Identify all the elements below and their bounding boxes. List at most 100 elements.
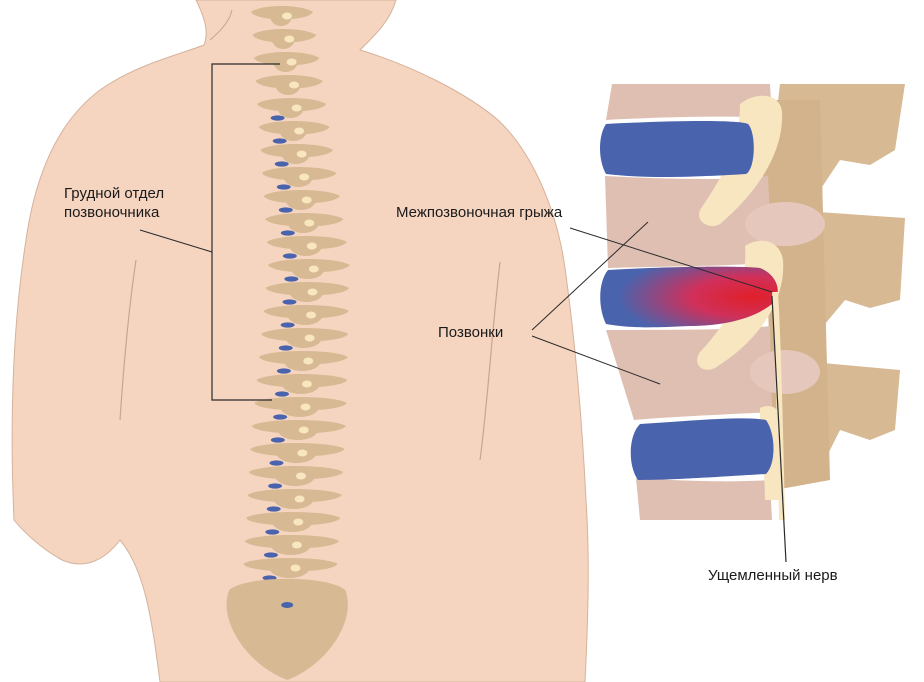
pinched-nerve-label: Ущемленный нерв [708, 567, 838, 584]
thoracic-label-line2: позвоночника [64, 204, 160, 221]
vertebra-facet [307, 288, 318, 296]
vertebra-body [277, 420, 318, 440]
vertebra-body [276, 443, 317, 463]
thoracic-label: Грудной отдел позвоночника [64, 184, 164, 222]
vertebra [261, 167, 337, 190]
spine-illustration [226, 6, 350, 680]
vertebra-facet [291, 541, 302, 549]
spine-disc [263, 552, 278, 558]
vertebra-body [283, 167, 313, 187]
vertebrae-label: Позвонки [438, 324, 504, 341]
spine-disc [282, 253, 297, 259]
vertebra-body [271, 29, 295, 49]
vertebra [248, 466, 344, 489]
vertebra-facet [291, 104, 302, 112]
nerve-root [772, 291, 785, 520]
vertebra-facet [306, 242, 317, 250]
vertebra-facet [303, 357, 314, 365]
vertebra [247, 489, 342, 512]
spine-disc [280, 230, 295, 236]
shoulder-contour-right [479, 261, 501, 461]
vertebra [265, 282, 350, 305]
vertebra [261, 328, 349, 351]
neck-contour [209, 9, 233, 41]
vertebra-facet [296, 150, 307, 158]
herniated-disc [600, 266, 778, 328]
vertebra-facet [304, 219, 315, 227]
vertebra-body [275, 75, 301, 95]
vertebra-body [273, 52, 298, 72]
vertebra [252, 29, 317, 49]
vertebrae-leader-upper [531, 221, 649, 331]
shoulder-contour-left [119, 259, 137, 421]
vertebra-body [285, 328, 322, 348]
vertebra-body [273, 489, 314, 509]
vertebra-body [269, 558, 310, 578]
spine-disc [268, 483, 283, 489]
vertebra-facet [299, 173, 310, 181]
herniated-disc-closeup [600, 80, 920, 520]
spine-disc [274, 161, 289, 167]
hernia-leader-line [569, 227, 773, 293]
spine-disc [284, 276, 299, 282]
vertebra [251, 420, 346, 443]
vertebra-facet [289, 81, 300, 89]
vertebra-body [287, 305, 323, 325]
thoracic-bracket-line [211, 63, 280, 401]
vertebra-facet [296, 472, 306, 480]
vertebra-body [281, 144, 310, 164]
vertebra-body [287, 213, 319, 233]
sacrum-foramen [281, 602, 294, 608]
disc-bottom [630, 418, 774, 480]
vertebra [258, 121, 330, 144]
vertebrae-leader-lower [531, 335, 661, 385]
vertebra-facet [300, 403, 311, 411]
vertebra [265, 213, 344, 236]
vertebra-facet [306, 311, 317, 319]
vertebra-facet [308, 265, 319, 273]
vertebra-facet [294, 127, 305, 135]
disc-top [600, 121, 754, 177]
spine-disc [278, 345, 293, 351]
vertebra-facet [282, 12, 292, 20]
vertebra [244, 535, 340, 558]
vertebra-body [289, 236, 322, 256]
vertebra [263, 190, 340, 213]
vertebra-body [291, 259, 325, 279]
vertebra-body-top [606, 84, 772, 120]
thoracic-leader-line [139, 229, 213, 253]
vertebra-body [270, 535, 311, 555]
spine-disc [272, 138, 287, 144]
vertebra-facet [293, 518, 304, 526]
spine-disc [275, 391, 289, 397]
vertebra-body [280, 397, 319, 417]
vertebra [260, 144, 334, 167]
vertebra [256, 374, 348, 397]
spine-disc [269, 460, 284, 466]
vertebra-facet [298, 426, 309, 434]
vertebra-highlight-upper [745, 202, 825, 246]
spine-disc [270, 115, 285, 121]
vertebra-body [283, 351, 321, 371]
spine-disc [273, 414, 288, 420]
vertebra [266, 236, 347, 259]
vertebra-facet [290, 564, 301, 572]
vertebra-facet [304, 334, 315, 342]
vertebra-body [285, 190, 316, 210]
vertebra-facet [286, 58, 297, 66]
spine-disc [282, 299, 297, 305]
vertebra-body [289, 282, 324, 302]
vertebra-body [282, 374, 320, 394]
vertebra [263, 305, 349, 328]
vertebra-body [279, 121, 307, 141]
vertebra [257, 98, 327, 121]
vertebra [267, 259, 350, 282]
nerve-leader-line [771, 295, 787, 563]
vertebra-body [277, 98, 304, 118]
hernia-label: Межпозвоночная грыжа [396, 204, 563, 221]
vertebra-facet [284, 35, 295, 43]
vertebra-facet [301, 196, 312, 204]
vertebra [251, 6, 313, 26]
vertebra-facet [301, 380, 312, 388]
